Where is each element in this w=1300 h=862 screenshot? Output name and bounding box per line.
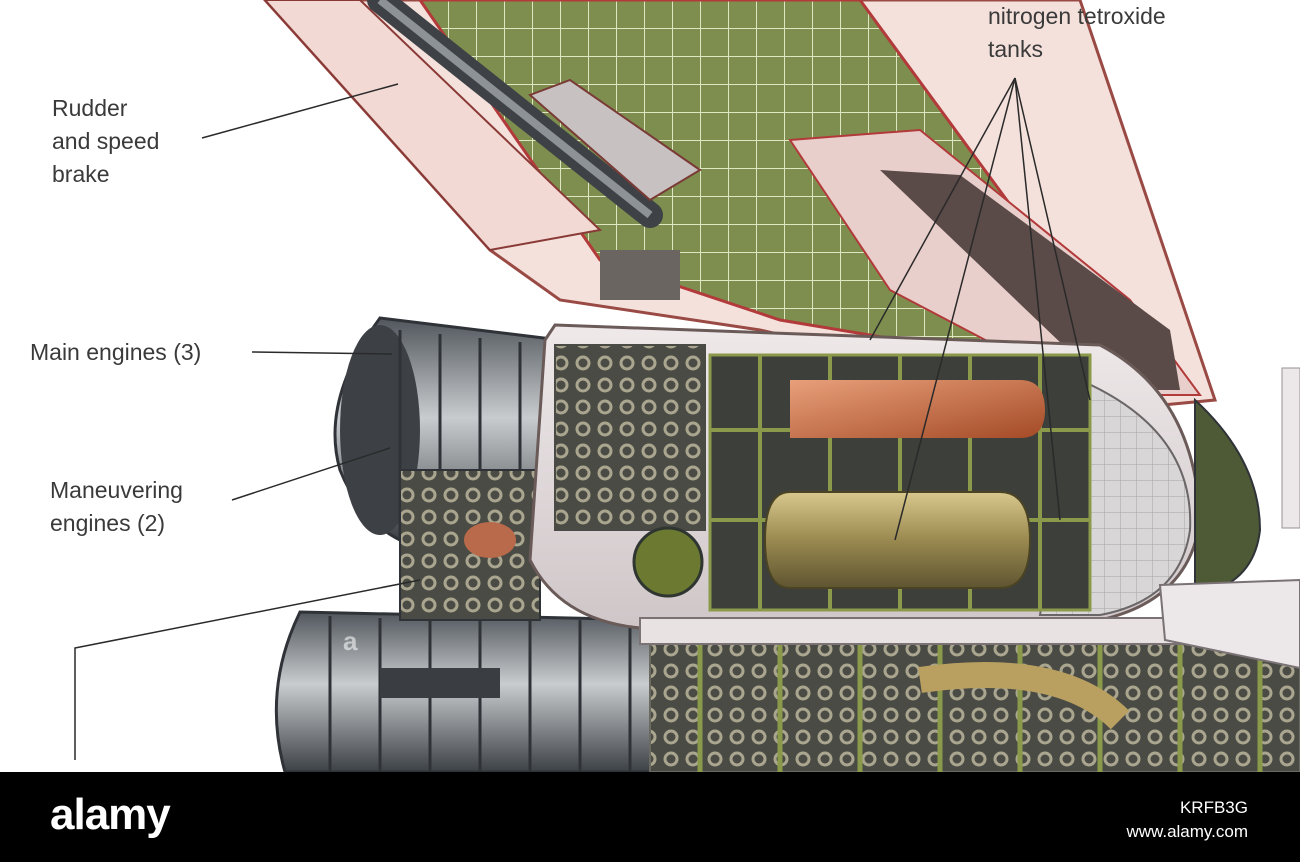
site-url[interactable]: www.alamy.com — [1126, 822, 1248, 841]
shuttle-cutaway-illustration: a Rudder and speed brake Main engines (3… — [30, 0, 1300, 772]
leader-lines — [74, 77, 1091, 760]
watermark-mark: a — [343, 626, 358, 656]
label-rudder-and-speed-brake: Rudder and speed brake — [52, 95, 160, 187]
cutaway-drawing — [74, 0, 1300, 772]
stock-footer-bar: alamy KRFB3G www.alamy.com — [0, 772, 1300, 862]
leader-tank-3 — [1014, 77, 1061, 521]
oms-pod — [528, 323, 1262, 630]
label-nitrogen-tetroxide-tanks: nitrogen tetroxide tanks — [988, 3, 1166, 62]
propellant-tank-upper — [790, 380, 1045, 438]
label-main-engines: Main engines (3) — [30, 339, 202, 365]
leader-tank-1 — [869, 77, 1016, 341]
leader-tank-2 — [894, 77, 1016, 541]
image-code: KRFB3G — [1179, 798, 1248, 817]
leader-rudder — [201, 83, 399, 139]
propellant-tank-lower — [763, 491, 1032, 589]
label-maneuvering-engines: Maneuvering engines (2) — [50, 477, 183, 536]
aft-fuselage — [639, 367, 1300, 772]
leader-tank-4 — [1014, 77, 1091, 401]
maneuvering-engines — [399, 469, 541, 621]
rudder-panel — [263, 0, 603, 252]
alamy-logo[interactable]: alamy — [50, 790, 171, 839]
tail-fin — [262, 0, 1218, 412]
leader-main-engines — [251, 351, 393, 355]
leader-maneuvering — [231, 447, 391, 501]
leader-unlabeled — [74, 579, 421, 760]
main-engine-lower — [274, 610, 662, 772]
helium-tank — [632, 526, 704, 598]
